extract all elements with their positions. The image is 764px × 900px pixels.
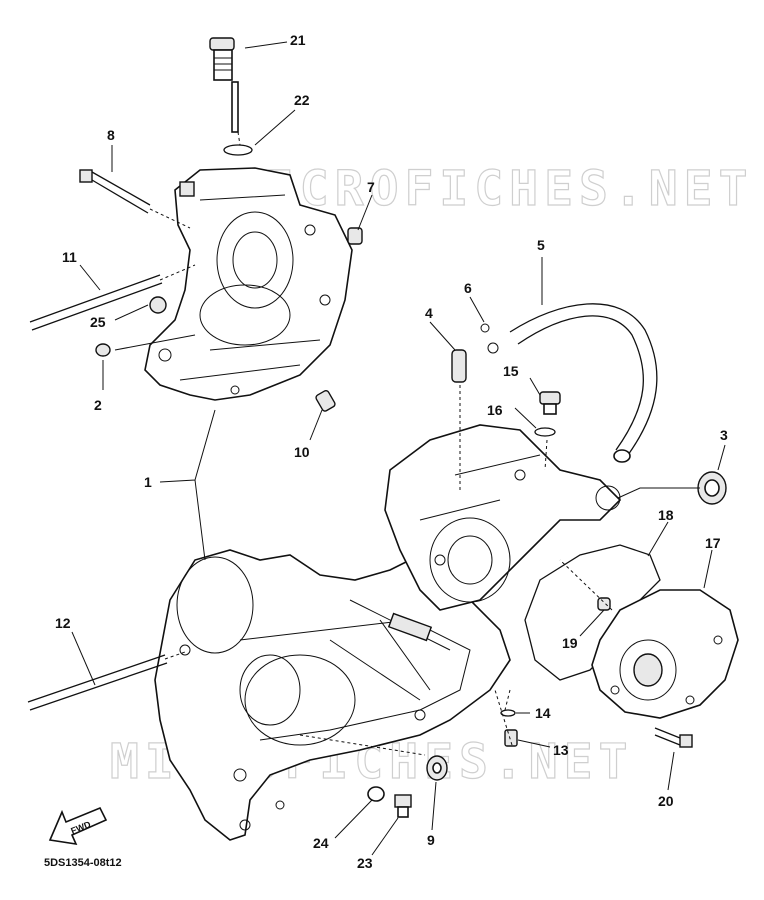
callout-14: 14 bbox=[535, 705, 551, 721]
callout-21: 21 bbox=[290, 32, 306, 48]
diagram-code: 5DS1354-08t12 bbox=[44, 857, 122, 869]
callout-19: 19 bbox=[562, 635, 578, 651]
part-3-oil-seal bbox=[697, 471, 727, 505]
watermark-top: MICROFICHES.NET bbox=[230, 161, 753, 217]
part-8-long-bolt bbox=[79, 169, 191, 229]
callout-25: 25 bbox=[90, 314, 106, 330]
callout-9: 9 bbox=[427, 832, 435, 848]
part-15-drain-bolt bbox=[539, 391, 561, 415]
part-14-washer bbox=[500, 709, 516, 717]
callout-16: 16 bbox=[487, 402, 503, 418]
part-2-dowel-pin bbox=[95, 343, 111, 357]
part-17-side-cover bbox=[591, 589, 739, 719]
callout-4: 4 bbox=[425, 305, 433, 321]
part-4-joint bbox=[451, 349, 467, 383]
callout-24: 24 bbox=[313, 835, 329, 851]
part-7-dowel-pin bbox=[347, 227, 363, 245]
callout-20: 20 bbox=[658, 793, 674, 809]
callout-11: 11 bbox=[62, 249, 77, 265]
part-12-stud bbox=[27, 651, 186, 711]
fwd-arrow-icon: FWD bbox=[48, 806, 108, 846]
callout-18: 18 bbox=[658, 507, 674, 523]
part-11-stud bbox=[29, 264, 196, 331]
part-10-plug bbox=[315, 389, 336, 412]
right-crankcase-lower bbox=[154, 549, 511, 841]
part-9-oil-seal bbox=[426, 755, 448, 781]
callout-5: 5 bbox=[537, 237, 545, 253]
part-24-washer bbox=[367, 786, 385, 802]
part-20-bolt bbox=[654, 727, 693, 748]
part-6-hose-clip bbox=[480, 323, 499, 354]
callout-12: 12 bbox=[55, 615, 71, 631]
part-22-o-ring bbox=[223, 144, 253, 156]
callout-7: 7 bbox=[367, 179, 375, 195]
part-23-drain-bolt bbox=[394, 794, 412, 818]
callout-1: 1 bbox=[144, 474, 152, 490]
callout-10: 10 bbox=[294, 444, 310, 460]
callout-22: 22 bbox=[294, 92, 310, 108]
part-19-dowel-pin bbox=[597, 597, 611, 611]
callout-3: 3 bbox=[720, 427, 728, 443]
callout-23: 23 bbox=[357, 855, 373, 871]
part-13-screw bbox=[504, 729, 518, 747]
callout-17: 17 bbox=[705, 535, 721, 551]
callout-6: 6 bbox=[464, 280, 472, 296]
part-21-oil-filler-cap bbox=[209, 37, 239, 133]
part-25-washer bbox=[149, 296, 167, 314]
callout-15: 15 bbox=[503, 363, 519, 379]
callout-8: 8 bbox=[107, 127, 115, 143]
crankcase-right-side bbox=[384, 424, 622, 611]
left-crankcase-upper bbox=[144, 167, 353, 401]
callout-13: 13 bbox=[553, 742, 569, 758]
callout-2: 2 bbox=[94, 397, 102, 413]
part-5-breather-hose bbox=[509, 303, 658, 456]
part-16-gasket bbox=[534, 427, 556, 437]
